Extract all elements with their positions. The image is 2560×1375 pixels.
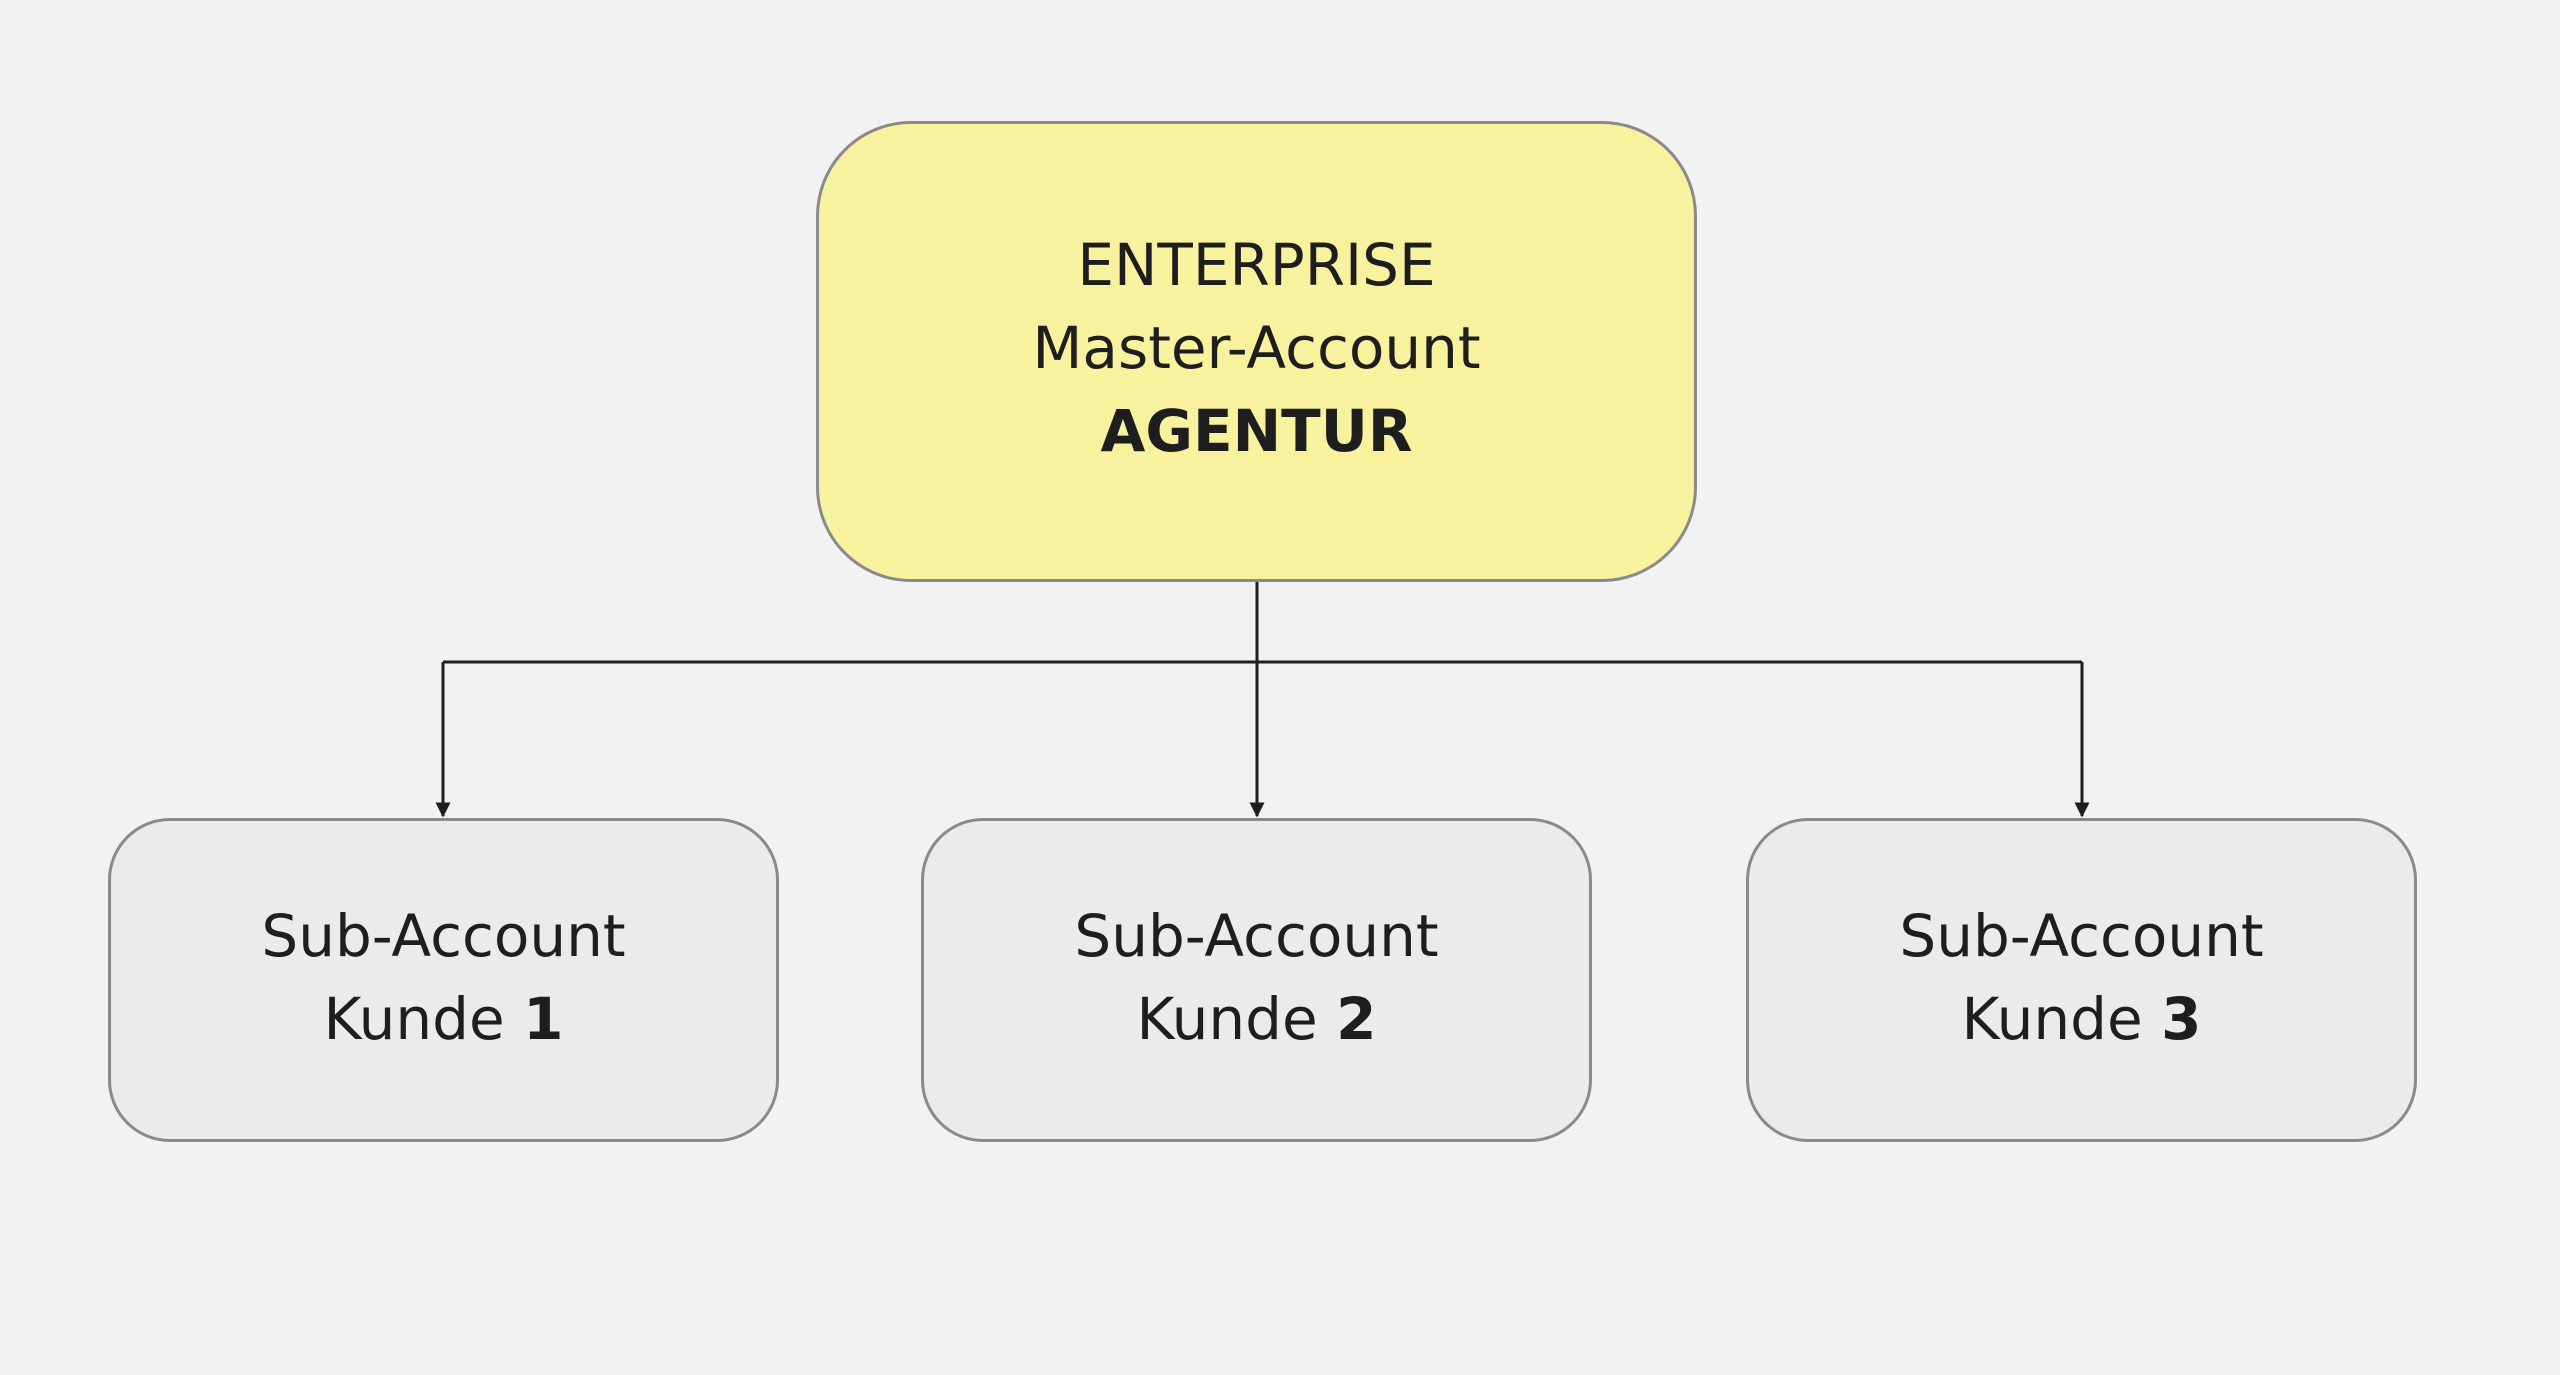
customer-label: Kunde — [1136, 985, 1337, 1053]
customer-number: 1 — [523, 985, 564, 1053]
sub-account-node-2[interactable]: Sub-Account Kunde 2 — [921, 818, 1592, 1142]
master-account-node[interactable]: ENTERPRISE Master-Account AGENTUR — [816, 121, 1697, 582]
master-line-enterprise: ENTERPRISE — [1077, 231, 1436, 299]
master-line-master-account: Master-Account — [1032, 314, 1481, 382]
customer-label: Kunde — [323, 985, 524, 1053]
sub-account-title: Sub-Account — [261, 902, 626, 970]
sub-account-customer: Kunde 2 — [1137, 978, 1377, 1061]
sub-account-title: Sub-Account — [1074, 902, 1439, 970]
sub-account-node-1[interactable]: Sub-Account Kunde 1 — [108, 818, 779, 1142]
sub-account-node-3[interactable]: Sub-Account Kunde 3 — [1746, 818, 2417, 1142]
master-line-agentur: AGENTUR — [1100, 397, 1413, 465]
sub-account-title: Sub-Account — [1899, 902, 2264, 970]
sub-account-customer: Kunde 3 — [1962, 978, 2202, 1061]
customer-label: Kunde — [1961, 985, 2162, 1053]
customer-number: 3 — [2161, 985, 2202, 1053]
customer-number: 2 — [1336, 985, 1377, 1053]
sub-account-customer: Kunde 1 — [324, 978, 564, 1061]
